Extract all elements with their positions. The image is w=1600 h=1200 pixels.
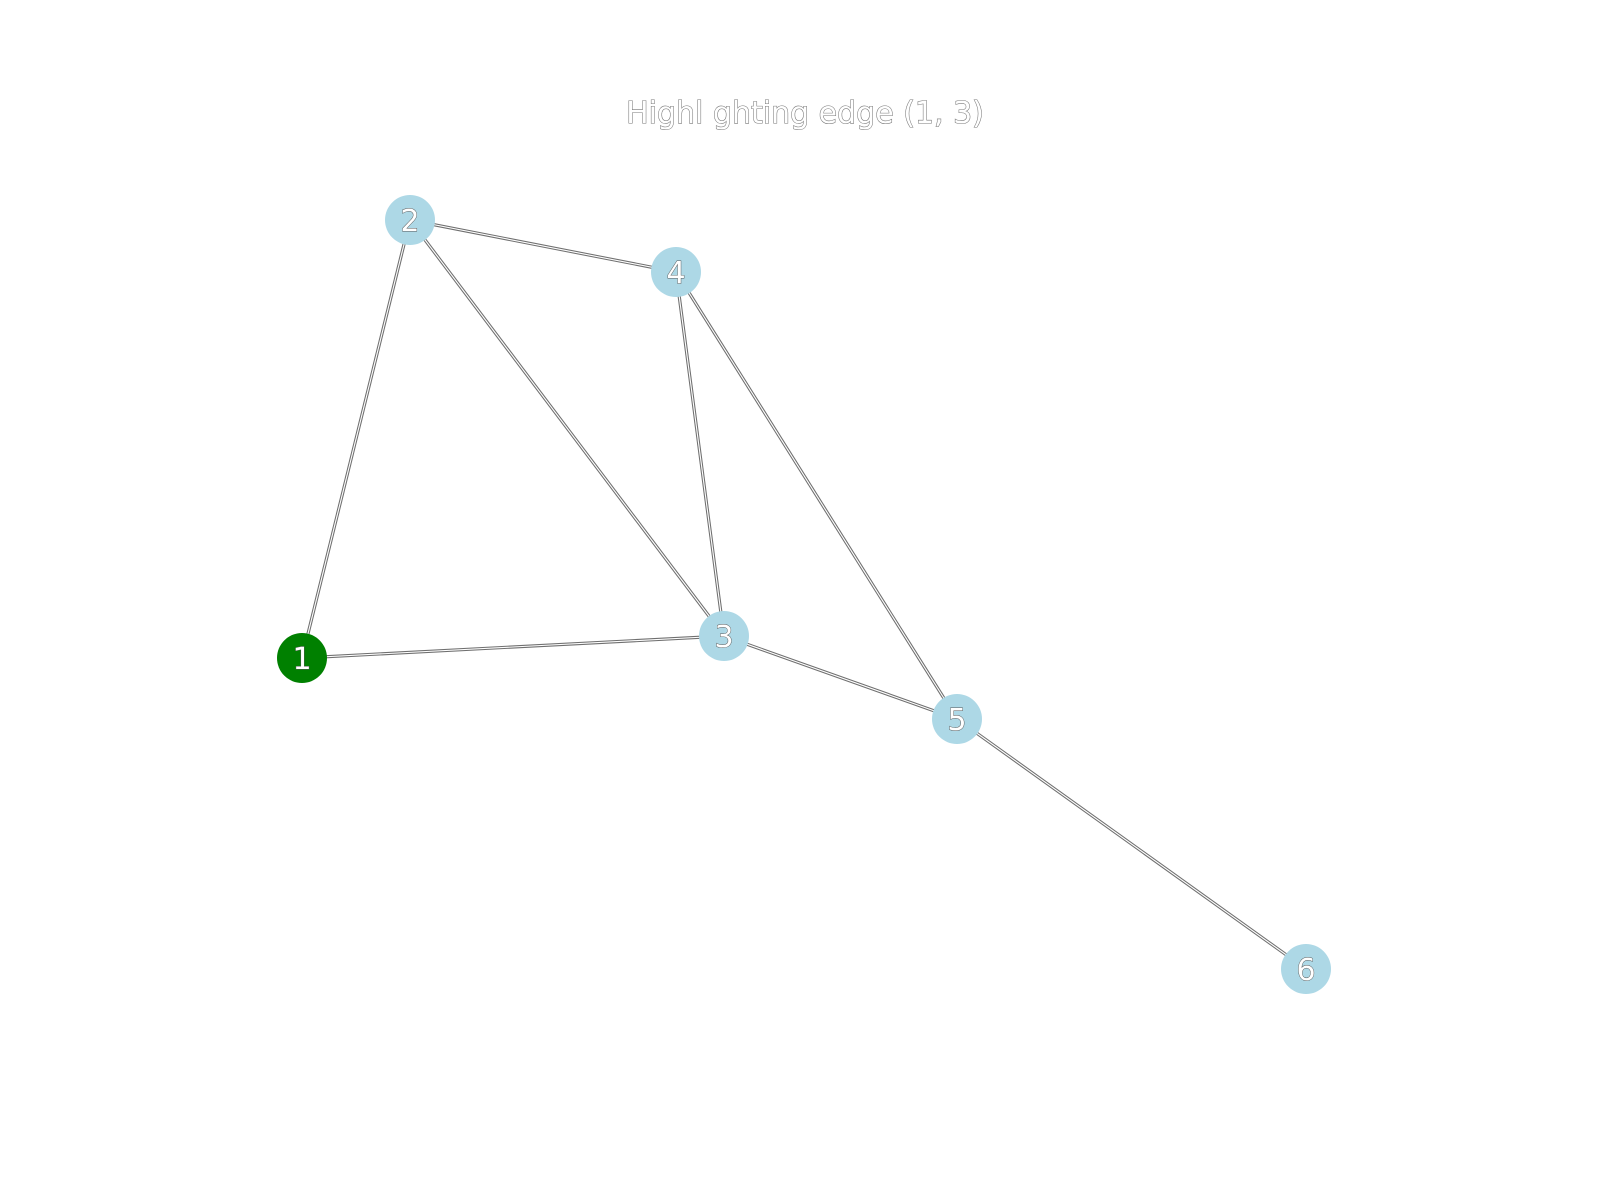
edge-2-4 — [409, 218, 677, 274]
node-3: 3 — [699, 611, 749, 661]
edge-4-3 — [674, 271, 726, 637]
node-circle — [651, 247, 701, 297]
node-circle — [699, 611, 749, 661]
node-6: 6 — [1281, 944, 1331, 994]
edge-5-6 — [956, 717, 1307, 971]
nodes-layer: 1 2 3 4 5 6 — [277, 195, 1331, 994]
edge-2-3 — [408, 219, 726, 637]
node-5: 5 — [932, 694, 982, 744]
node-2: 2 — [385, 195, 435, 245]
edge-4-5 — [674, 271, 959, 720]
node-circle — [385, 195, 435, 245]
node-4: 4 — [651, 247, 701, 297]
node-label: 1 — [292, 642, 311, 677]
edge-3-5 — [723, 634, 958, 721]
node-label: 6 — [1296, 953, 1315, 988]
node-circle — [932, 694, 982, 744]
node-label: 5 — [947, 703, 966, 738]
edges-layer — [300, 218, 1307, 971]
node-circle — [277, 633, 327, 683]
edge-1-2 — [300, 219, 412, 659]
node-1: 1 — [277, 633, 327, 683]
graph-title: Highl ghting edge (1, 3) — [626, 96, 984, 131]
node-label: 4 — [666, 256, 685, 291]
edge-1-3 — [301, 634, 725, 660]
node-circle — [1281, 944, 1331, 994]
node-label: 3 — [714, 620, 733, 655]
node-label: 2 — [400, 204, 419, 239]
